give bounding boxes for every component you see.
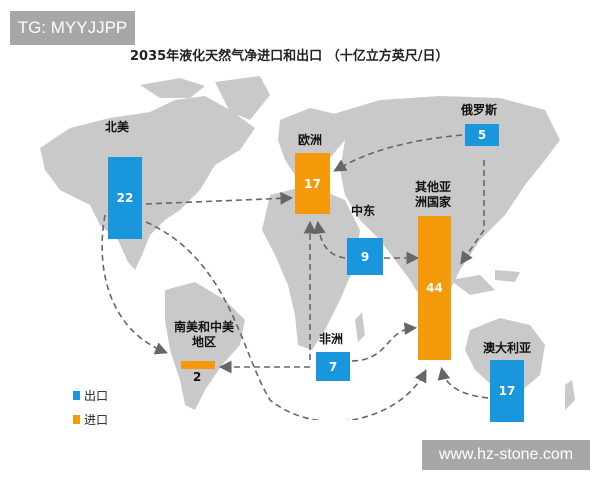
label-other-asia: 其他亚 洲国家: [415, 180, 451, 210]
watermark-bottom-right: www.hz-stone.com: [422, 440, 590, 470]
bar-russia-export: 5: [465, 124, 499, 146]
legend-swatch-export: [73, 390, 80, 400]
south-america-shape: [165, 282, 245, 410]
label-middle-east: 中东: [351, 204, 376, 218]
label-other-asia-line2: 洲国家: [415, 195, 452, 209]
bar-north-america-export: 22: [108, 157, 142, 239]
bar-europe-import: 17: [295, 153, 330, 214]
label-australia: 澳大利亚: [483, 341, 532, 355]
label-sca-line1: 南美和中美: [174, 320, 235, 334]
arrow-na-to-europe: [145, 192, 294, 205]
africa-shape: [262, 185, 360, 350]
world-map: [40, 76, 575, 420]
watermark-top-left: TG: MYYJJPP: [10, 11, 135, 45]
trade-flow-arrows: [101, 134, 489, 420]
arrow-africa-to-asia: [351, 322, 418, 362]
value-south-central-america: 2: [193, 370, 202, 384]
bar-africa-export: 7: [316, 352, 350, 381]
label-south-central-america: 南美和中美 地区: [174, 320, 234, 350]
label-other-asia-line1: 其他亚: [415, 180, 452, 194]
label-north-america: 北美: [105, 120, 130, 134]
legend-swatch-import: [73, 414, 80, 424]
label-africa: 非洲: [319, 332, 344, 346]
arrow-australia-to-asia: [437, 366, 489, 399]
arrow-russia-to-asia: [460, 160, 485, 265]
label-russia: 俄罗斯: [461, 103, 498, 117]
arrow-na-to-asia: [145, 221, 427, 420]
legend-item-import: 进口: [73, 407, 108, 431]
label-sca-line2: 地区: [192, 335, 217, 349]
legend: 出口 进口: [73, 383, 108, 431]
australia-shape: [465, 318, 545, 392]
bar-other-asia-import: 44: [418, 216, 451, 360]
chart-title: 2035年液化天然气净进口和出口 （十亿立方英尺/日）: [130, 49, 449, 64]
legend-label-export: 出口: [84, 388, 109, 403]
bar-australia-export: 17: [490, 360, 524, 422]
label-europe: 欧洲: [298, 133, 323, 147]
legend-label-import: 进口: [84, 412, 109, 427]
legend-item-export: 出口: [73, 383, 108, 407]
north-america-shape: [40, 96, 255, 270]
bar-middle-east-export: 9: [347, 238, 383, 275]
bar-south-central-america-import: [181, 361, 215, 369]
arrow-russia-to-europe: [333, 134, 463, 172]
arrow-me-to-europe: [312, 220, 346, 259]
arrow-na-to-sa: [101, 214, 168, 355]
